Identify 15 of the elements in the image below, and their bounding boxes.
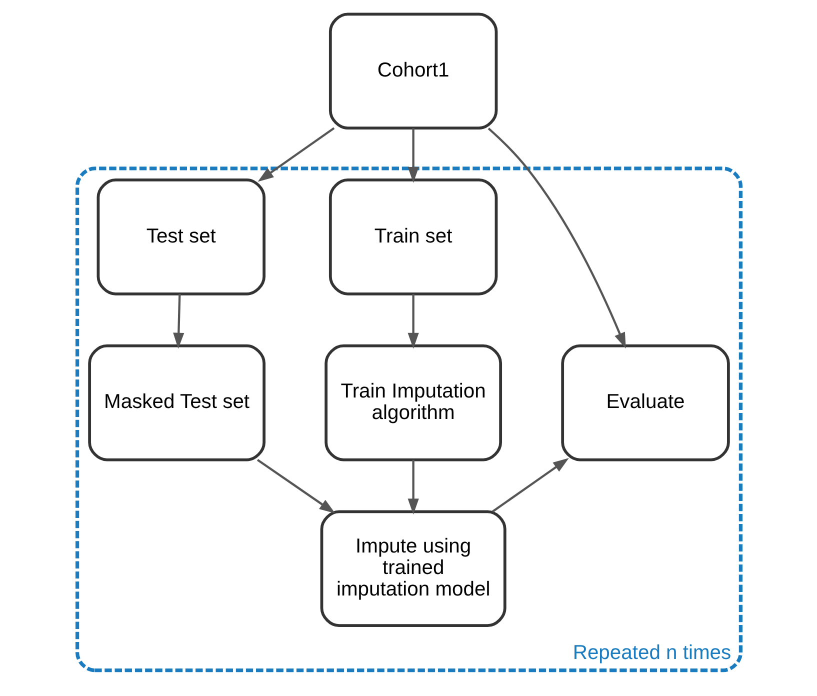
arrow bbox=[407, 460, 418, 515]
arrow bbox=[407, 294, 418, 349]
arrow bbox=[256, 458, 335, 514]
arrow bbox=[407, 128, 418, 183]
arrow bbox=[257, 127, 334, 182]
node-box: Train set bbox=[328, 178, 498, 296]
node-box: Impute using trained imputation model bbox=[320, 510, 506, 628]
arrow bbox=[487, 128, 626, 348]
node-box: Evaluate bbox=[560, 344, 730, 462]
node-box: Train Imputation algorithm bbox=[324, 344, 502, 462]
arrow bbox=[492, 458, 568, 512]
node-box: Test set bbox=[96, 178, 265, 296]
node-box: Masked Test set bbox=[88, 344, 265, 462]
node-box: Cohort1 bbox=[328, 12, 498, 130]
arrow bbox=[172, 294, 184, 349]
